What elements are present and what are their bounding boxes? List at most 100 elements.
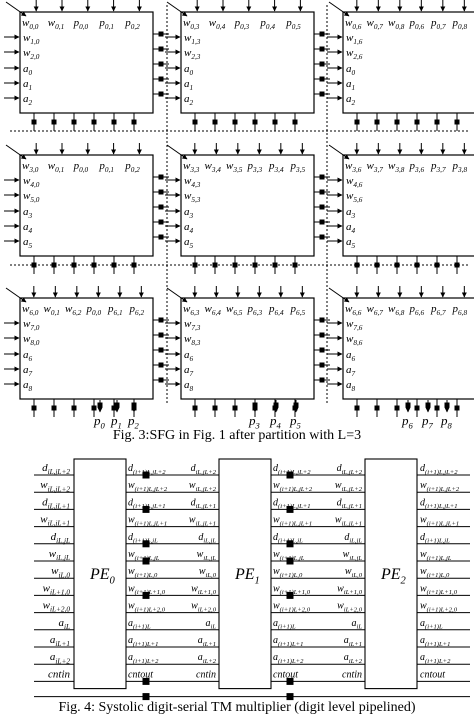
label-text: w(i+1)L,jL+2 [128,480,168,493]
register [252,119,258,125]
diagonal-input-arrow [5,287,27,303]
label-text: w8,3 [184,333,201,347]
register [374,405,380,411]
label-text: p0,2 [124,160,140,174]
label-text: a(i+1)L [273,618,296,631]
register [319,46,325,52]
label-text: w0,1 [48,17,64,31]
label-text: w(i+1)L,jL [420,549,452,562]
register [51,119,57,125]
label-text: w7,6 [346,318,363,332]
label-text: w3,8 [388,160,405,174]
label-text: p6,1 [107,303,123,317]
register [293,402,299,408]
pe-box [364,458,418,690]
label-text: p6 [401,413,414,431]
register [319,219,325,225]
label-text: a6 [23,349,33,363]
label-text: w0,1 [44,303,60,317]
label-text: a8 [184,379,194,393]
register [31,262,37,268]
label-text: p3,6 [409,160,425,174]
label-text: p3,3 [247,160,263,174]
label-text: a7 [184,364,194,378]
label-text: p3,4 [268,160,284,174]
label-text: w4,6 [346,175,363,189]
label-text: w3,0 [22,160,39,174]
register [192,262,198,268]
label-text: p6,4 [268,303,284,317]
label-text: w1,0 [23,32,40,46]
label-text: p0,8 [452,17,468,31]
label-text: a(i+1)L [128,618,151,631]
label-text: w6,0 [22,303,39,317]
label-text: wiL,jL+1 [189,515,216,528]
register [394,405,400,411]
diagonal-input-arrow [166,1,188,17]
label-text: w0,6 [345,17,362,31]
register [142,471,150,479]
cell-box [19,11,154,114]
register [319,347,325,353]
label-text: p0,0 [73,17,89,31]
label-text: w(i+1)L+2,0 [273,601,311,614]
register [286,505,294,513]
label-text: p1 [110,413,122,431]
label-text: cntout [273,669,298,680]
label-text: a0 [23,63,33,77]
label-text: a(i+1)L+1 [420,635,450,648]
label-text: wiL+2,0 [337,601,363,614]
label-text: w7,3 [184,318,201,332]
label-text: diL,jL [198,532,216,545]
register [131,402,137,408]
diagonal-input-arrow [166,144,188,160]
label-text: wiL+1,0 [337,583,363,596]
label-text: p0,2 [124,17,140,31]
label-text: w(i+1)L+2,0 [128,601,166,614]
cell-box [180,297,315,400]
register [71,405,77,411]
label-text: w3,6 [345,160,362,174]
label-text: w4,3 [184,175,201,189]
label-text: w3,7 [367,160,384,174]
label-text: a2 [346,93,356,107]
label-text: w(i+1)L,jL+2 [420,480,460,493]
cell-box [19,297,154,400]
label-text: w(i+1)L,0 [128,566,158,579]
register [51,405,57,411]
label-text: w0,7 [367,17,384,31]
register [158,31,164,37]
register [142,557,150,565]
label-text: w(i+1)L+1,0 [128,583,166,596]
register [158,91,164,97]
label-text: w(i+1)L,jL+2 [273,480,313,493]
register [354,119,360,125]
label-text: a5 [346,236,356,250]
label-text: p5 [289,413,302,431]
register [51,262,57,268]
register [273,402,279,408]
register [212,262,218,268]
register [319,61,325,67]
register [454,405,460,411]
label-text: p0,5 [285,17,301,31]
cell-box [180,11,315,114]
register [454,119,460,125]
label-text: diL,jL+2 [337,463,363,476]
label-text: p6,6 [409,303,425,317]
label-text: p3,5 [290,160,306,174]
label-text: w0,0 [22,17,39,31]
label-text: cntin [48,668,70,680]
label-text: w2,3 [184,47,201,61]
label-text: p0,1 [98,17,114,31]
label-text: p6,3 [247,303,263,317]
register [131,119,137,125]
register [394,262,400,268]
register [31,119,37,125]
label-text: w5,0 [23,190,40,204]
register [319,91,325,97]
label-text: a7 [23,364,33,378]
label-text: wiL+2,0 [43,600,71,614]
